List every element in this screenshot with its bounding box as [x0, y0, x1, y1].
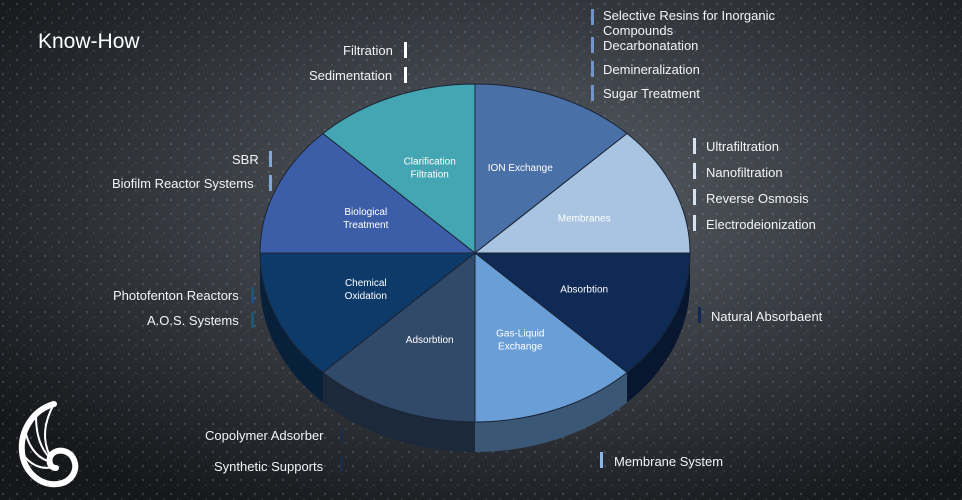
marker-ultrafiltration [693, 138, 696, 154]
pie-slice [259, 132, 477, 254]
pie-slice-label: Membranes [558, 213, 611, 224]
pie-side-segment [322, 372, 475, 452]
label-photofenton-reactors: Photofenton Reactors [113, 288, 239, 303]
label-nanofiltration: Nanofiltration [706, 165, 783, 180]
marker-electrodeionization [693, 215, 696, 231]
label-ultrafiltration: Ultrafiltration [706, 139, 779, 154]
pie-slice-label: Adsorbtion [406, 335, 454, 346]
label-natural-absorbaent: Natural Absorbaent [711, 309, 823, 324]
marker-nanofiltration [693, 163, 696, 179]
label-synthetic-supports: Synthetic Supports [214, 459, 324, 474]
marker-membrane-system [600, 452, 603, 468]
label-compounds: Compounds [603, 23, 674, 38]
pie-slice [322, 251, 476, 423]
pie-side-segment [260, 253, 323, 403]
marker-reverse-osmosis [693, 189, 696, 205]
pie-slice [474, 251, 628, 423]
marker-synthetic [340, 456, 343, 472]
marker-photofenton [251, 287, 254, 303]
pie-side-segment [627, 253, 690, 403]
pie-slices [259, 83, 691, 423]
label-aos-systems: A.O.S. Systems [147, 313, 239, 328]
pie-slice-label: Absorbtion [560, 285, 608, 296]
label-reverse-osmosis: Reverse Osmosis [706, 191, 809, 206]
label-biofilm-reactor-systems: Biofilm Reactor Systems [112, 176, 254, 191]
nautilus-shell-logo [18, 401, 79, 488]
label-sugar-treatment: Sugar Treatment [603, 86, 700, 101]
marker-natural-absorbaent [698, 307, 701, 323]
marker-sugar-treatment [591, 85, 594, 101]
pie-slice [474, 83, 628, 255]
pie-slice [322, 83, 476, 255]
pie-slice [473, 132, 691, 254]
pie-slice [473, 252, 691, 374]
pie-3d-side [260, 253, 690, 452]
marker-biofilm [269, 175, 272, 191]
marker-filtration [404, 42, 407, 58]
label-sbr: SBR [232, 152, 259, 167]
page-title: Know-How [38, 30, 140, 53]
label-decarbonatation: Decarbonatation [603, 38, 699, 53]
marker-aos [251, 312, 254, 328]
marker-sbr [269, 151, 272, 167]
pie-slice [259, 252, 477, 374]
pie-side-segment [475, 372, 628, 452]
marker-demineralization [591, 61, 594, 77]
label-electrodeionization: Electrodeionization [706, 217, 816, 232]
marker-selective-resins [591, 9, 594, 25]
marker-decarbonatation [591, 37, 594, 53]
pie-slice-label: ION Exchange [488, 163, 553, 174]
label-membrane-system: Membrane System [614, 454, 724, 469]
label-demineralization: Demineralization [603, 62, 700, 77]
marker-sedimentation [404, 67, 407, 83]
label-sedimentation: Sedimentation [309, 68, 393, 83]
marker-copolymer [340, 427, 343, 443]
label-filtration: Filtration [343, 43, 393, 58]
label-copolymer-adsorber: Copolymer Adsorber [205, 428, 324, 443]
pie-slice-labels: ION ExchangeMembranesAbsorbtionGas-Liqui… [343, 157, 610, 353]
label-selective-resins: Selective Resins for Inorganic [603, 8, 775, 23]
